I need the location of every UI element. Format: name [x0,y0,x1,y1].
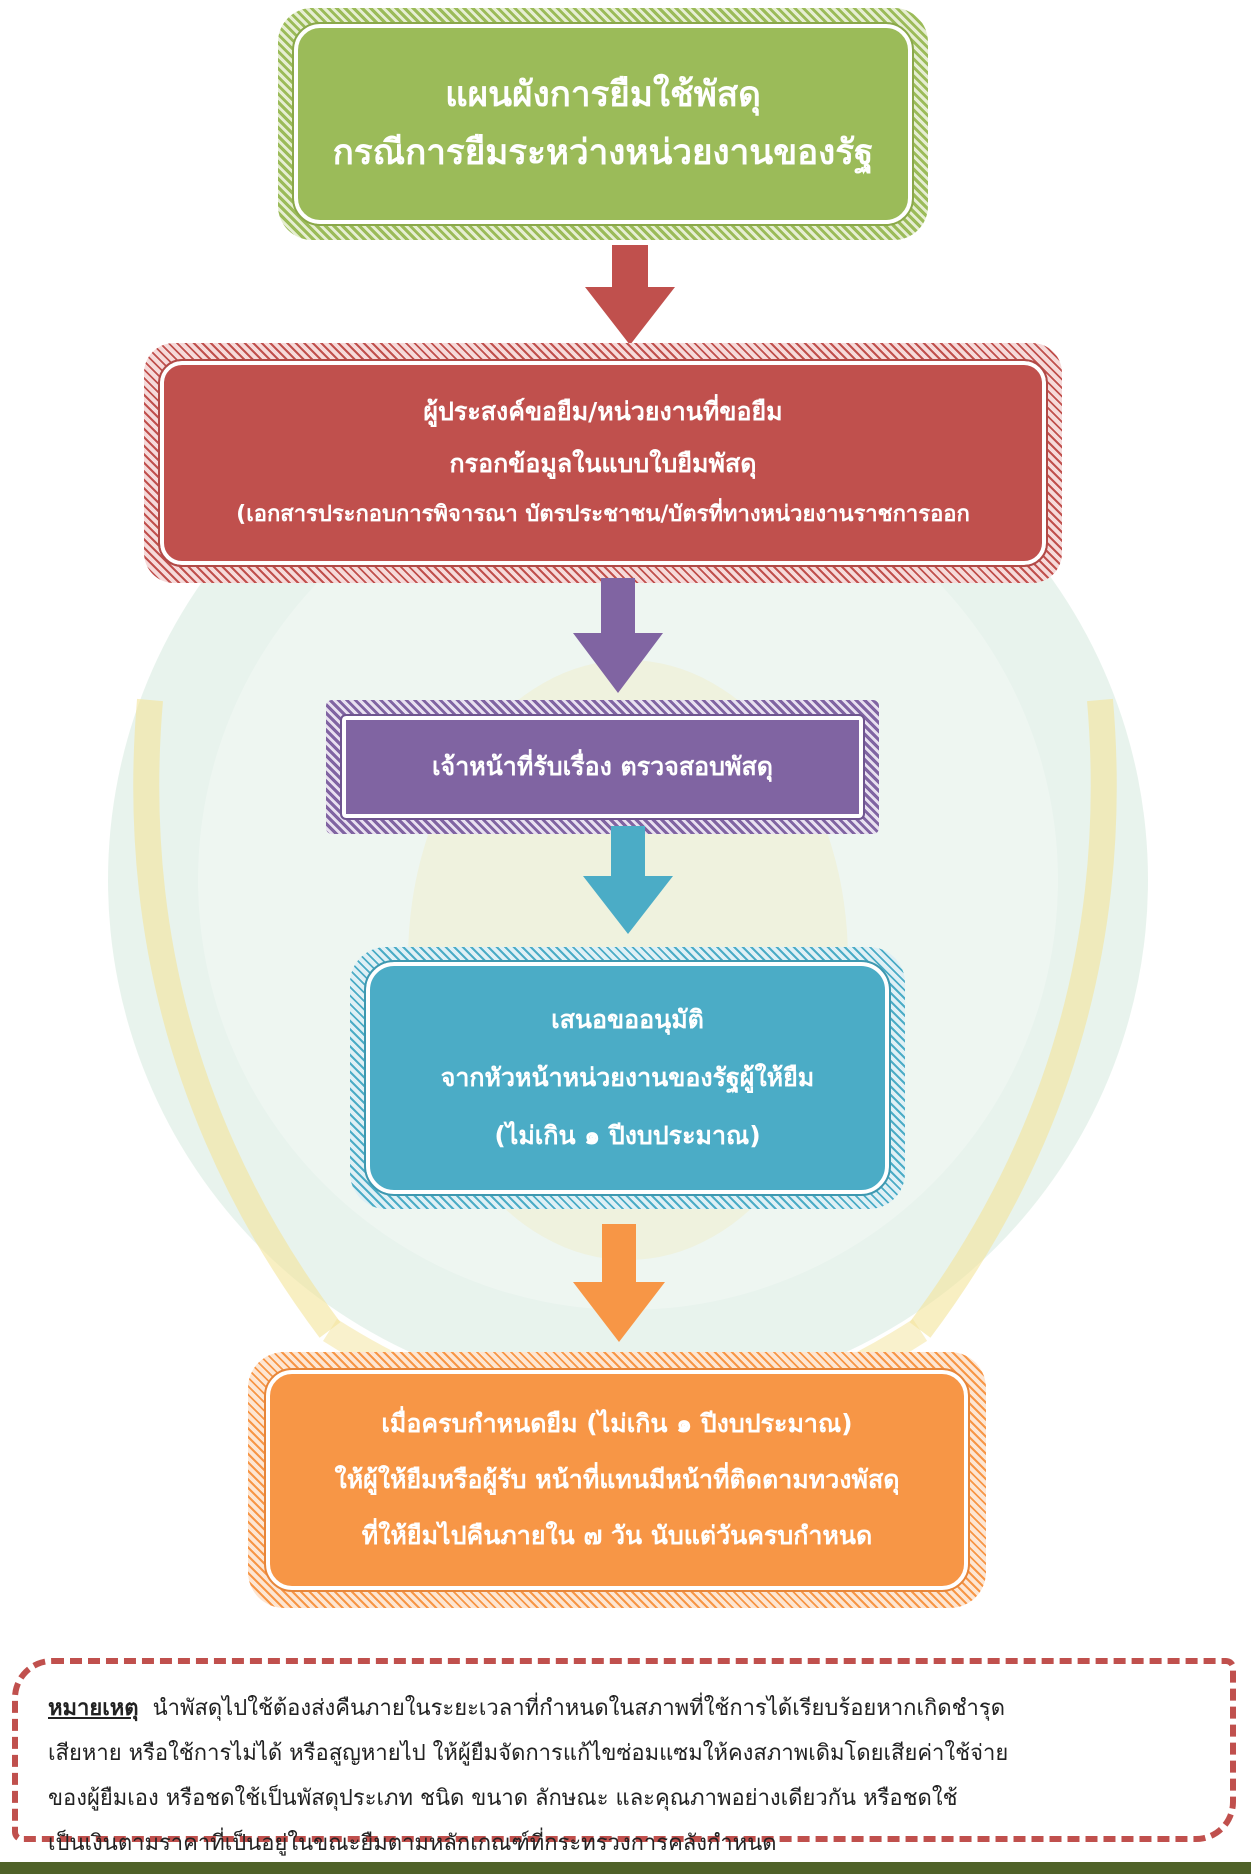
step-3-line-2: จากหัวหน้าหน่วยงานของรัฐผู้ให้ยืม [440,1063,815,1092]
arrow-down-icon [585,245,675,345]
step-1-line-3: (เอกสารประกอบการพิจารณา บัตรประชาชน/บัตร… [236,502,970,527]
step-4-box: เมื่อครบกำหนดยืม (ไม่เกิน ๑ ปีงบประมาณ) … [264,1368,970,1592]
step-1-line-2: กรอกข้อมูลในแบบใบยืมพัสดุ [449,449,757,478]
title-line-2: กรณีการยืมระหว่างหน่วยงานของรัฐ [332,133,874,173]
note-line-4: เป็นเงินตามราคาที่เป็นอยู่ในขณะยืมตามหลั… [48,1831,777,1856]
note-line-2: เสียหาย หรือใช้การไม่ได้ หรือสูญหายไป ให… [48,1741,1009,1766]
title-line-1: แผนผังการยืมใช้พัสดุ [445,75,761,115]
step-3-box: เสนอขออนุมัติ จากหัวหน้าหน่วยงานของรัฐผู… [364,960,891,1196]
arrow-down-icon [573,578,663,693]
note-box: หมายเหตุ นำพัสดุไปใช้ต้องส่งคืนภายในระยะ… [12,1658,1236,1856]
step-4-line-1: เมื่อครบกำหนดยืม (ไม่เกิน ๑ ปีงบประมาณ) [381,1409,853,1438]
note-paragraph-line-1: หมายเหตุ นำพัสดุไปใช้ต้องส่งคืนภายในระยะ… [48,1686,1210,1731]
step-3-line-1: เสนอขออนุมัติ [551,1005,704,1034]
note-line-1: นำพัสดุไปใช้ต้องส่งคืนภายในระยะเวลาที่กำ… [152,1696,1006,1721]
step-2-line-1: เจ้าหน้าที่รับเรื่อง ตรวจสอบพัสดุ [432,752,773,781]
arrow-down-icon [583,826,673,934]
note-line-3: ของผู้ยืมเอง หรือชดใช้เป็นพัสดุประเภท ชน… [48,1786,958,1811]
step-4-line-3: ที่ให้ยืมไปคืนภายใน ๗ วัน นับแต่วันครบกำ… [361,1521,873,1550]
arrow-down-icon [573,1224,665,1342]
step-1-box: ผู้ประสงค์ขอยืม/หน่วยงานที่ขอยืม กรอกข้อ… [158,359,1048,567]
step-1-line-1: ผู้ประสงค์ขอยืม/หน่วยงานที่ขอยืม [423,397,783,426]
step-3-line-3: (ไม่เกิน ๑ ปีงบประมาณ) [494,1121,761,1150]
step-2-box: เจ้าหน้าที่รับเรื่อง ตรวจสอบพัสดุ [340,714,865,820]
bottom-bar [0,1862,1251,1874]
note-label: หมายเหตุ [48,1696,139,1721]
step-4-line-2: ให้ผู้ให้ยืมหรือผู้รับ หน้าที่แทนมีหน้าท… [334,1465,900,1494]
title-box: แผนผังการยืมใช้พัสดุ กรณีการยืมระหว่างหน… [292,22,914,226]
